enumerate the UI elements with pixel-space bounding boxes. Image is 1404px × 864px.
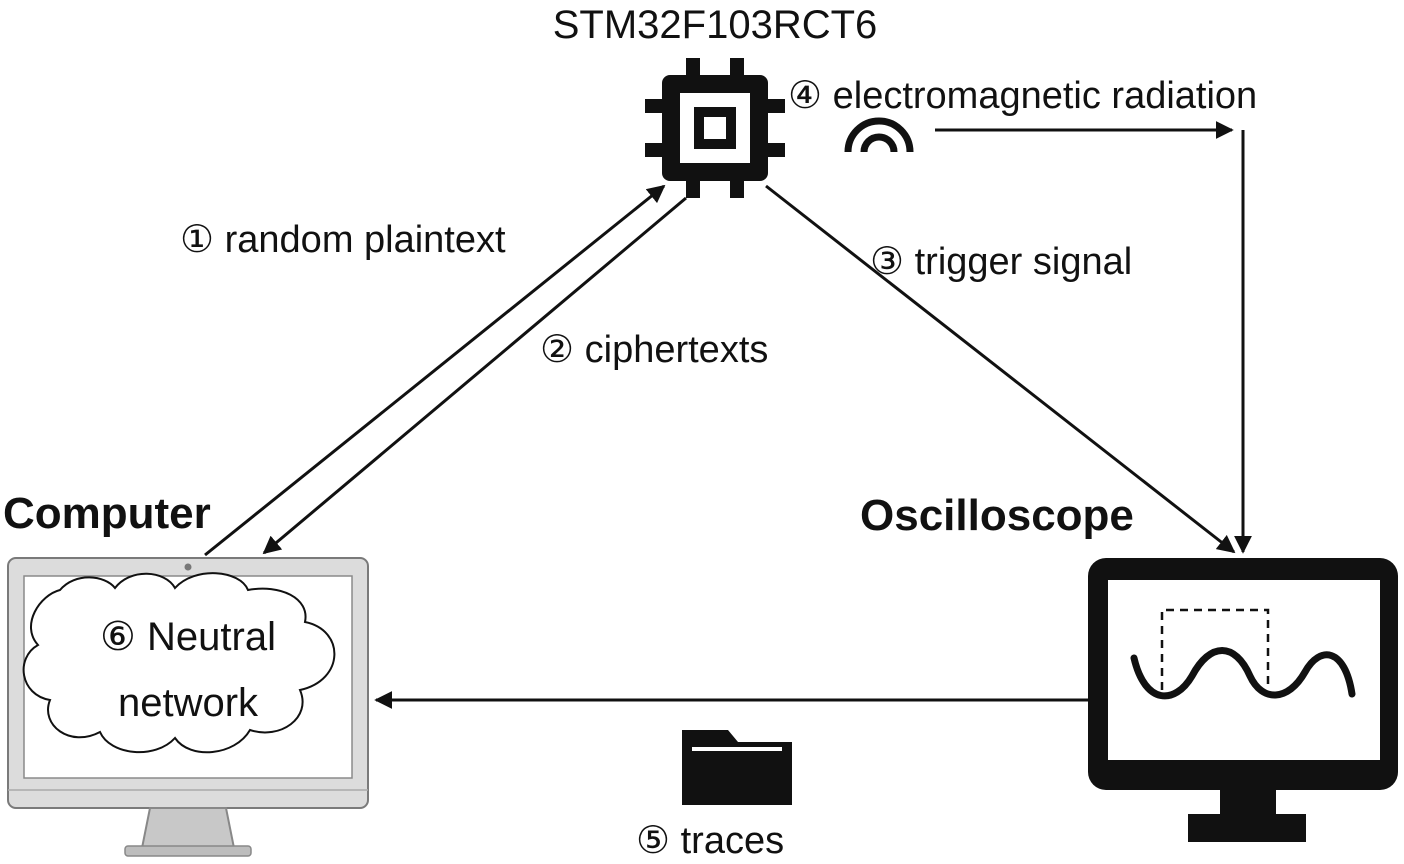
oscilloscope-label: Oscilloscope: [860, 491, 1134, 540]
oscilloscope-monitor-icon: [1088, 558, 1398, 842]
neural-network-line2: network: [118, 681, 259, 725]
mcu-label: STM32F103RCT6: [553, 3, 878, 47]
computer-label: Computer: [3, 489, 211, 538]
radiation-wave-icon: [844, 117, 914, 153]
traces-label: ⑤ traces: [636, 820, 784, 862]
ciphertexts-label: ② ciphertexts: [540, 329, 768, 371]
cloud-icon: [22, 572, 336, 754]
neural-network-line1: ⑥ Neutral: [100, 615, 276, 659]
trigger-arrow: [765, 184, 1236, 554]
plaintext-label: ① random plaintext: [180, 219, 506, 261]
plaintext-arrow: [204, 184, 666, 557]
ciphertexts-arrow: [262, 196, 687, 555]
trigger-label: ③ trigger signal: [870, 241, 1132, 283]
chip-icon: [645, 58, 785, 198]
radiation-label: ④ electromagnetic radiation: [788, 75, 1257, 117]
folder-icon: [682, 730, 792, 805]
